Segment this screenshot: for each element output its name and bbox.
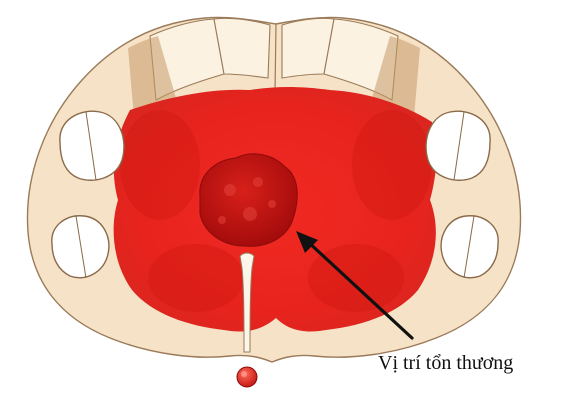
left-upper-root-opening	[60, 111, 124, 180]
right-lower-root-opening	[441, 216, 498, 278]
lesion-location-label: Vị trí tổn thương	[378, 352, 513, 375]
artery-highlight	[241, 371, 247, 377]
anterior-spinal-artery	[237, 367, 257, 387]
left-lower-root-opening	[52, 216, 109, 278]
right-upper-root-opening	[426, 111, 490, 180]
central-lesion-focus	[200, 154, 297, 246]
